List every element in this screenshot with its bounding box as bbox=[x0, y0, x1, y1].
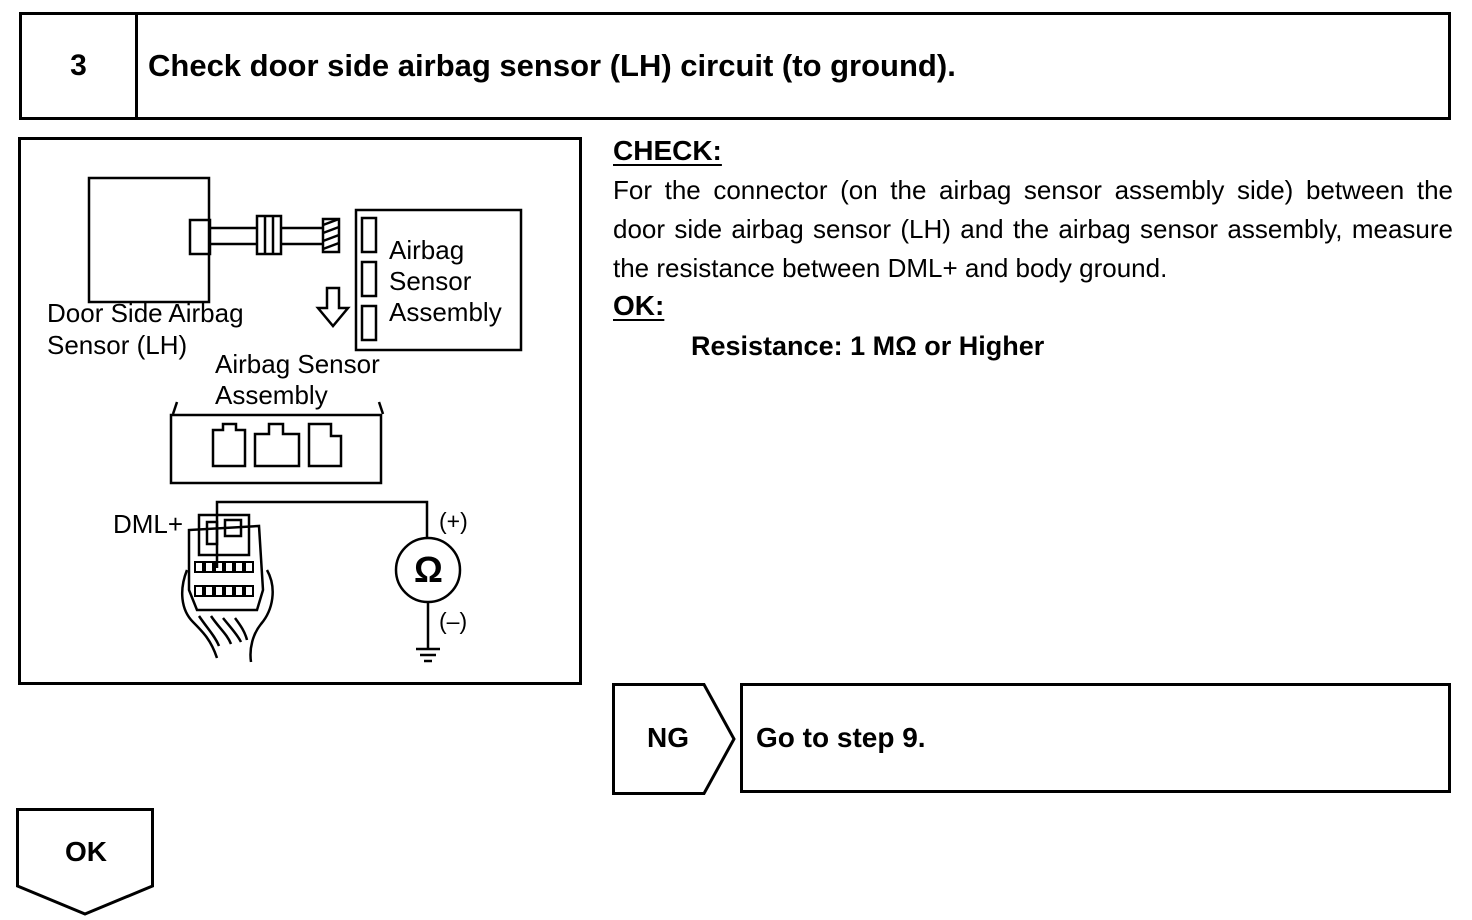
label-assembly-center-2: Assembly bbox=[215, 380, 328, 410]
label-door-sensor-2: Sensor (LH) bbox=[47, 330, 188, 360]
label-minus: (–) bbox=[439, 608, 468, 634]
label-plus: (+) bbox=[439, 508, 468, 534]
label-terminal-dml: DML+ bbox=[113, 509, 184, 539]
check-section: CHECK: For the connector (on the airbag … bbox=[613, 133, 1453, 364]
wiring-diagram: Door Side Airbag Sensor (LH) Airbag Sens… bbox=[18, 137, 582, 685]
check-instructions: For the connector (on the airbag sensor … bbox=[613, 175, 1453, 283]
diagram-illustration bbox=[87, 176, 523, 663]
step-number: 3 bbox=[22, 15, 138, 117]
ok-arrow-shape bbox=[16, 808, 154, 916]
label-assembly-right-1: Airbag bbox=[389, 235, 465, 265]
ok-spec-value: Resistance: 1 MΩ or Higher bbox=[691, 331, 1045, 361]
ok-label: OK bbox=[65, 836, 107, 867]
airbag-sensor-assembly-box bbox=[354, 208, 523, 352]
label-door-sensor-1: Door Side Airbag bbox=[47, 298, 244, 328]
ng-label: NG bbox=[647, 722, 689, 753]
ng-action-text: Go to step 9. bbox=[756, 722, 926, 753]
ohm-symbol: Ω bbox=[414, 549, 443, 590]
label-assembly-right-2: Sensor bbox=[389, 266, 472, 296]
arrow-down-icon bbox=[315, 286, 351, 328]
handheld-connector bbox=[187, 524, 265, 612]
label-assembly-center-1: Airbag Sensor bbox=[215, 349, 380, 379]
step-title: Check door side airbag sensor (LH) circu… bbox=[148, 48, 956, 83]
ng-action-box: Go to step 9. bbox=[740, 683, 1451, 793]
label-assembly-right-3: Assembly bbox=[389, 297, 502, 327]
ok-heading: OK: bbox=[613, 290, 665, 321]
ng-arrow-shape bbox=[612, 683, 736, 795]
step-header: 3 Check door side airbag sensor (LH) cir… bbox=[19, 12, 1451, 120]
check-heading: CHECK: bbox=[613, 135, 722, 166]
assembly-connector-view bbox=[169, 413, 383, 485]
